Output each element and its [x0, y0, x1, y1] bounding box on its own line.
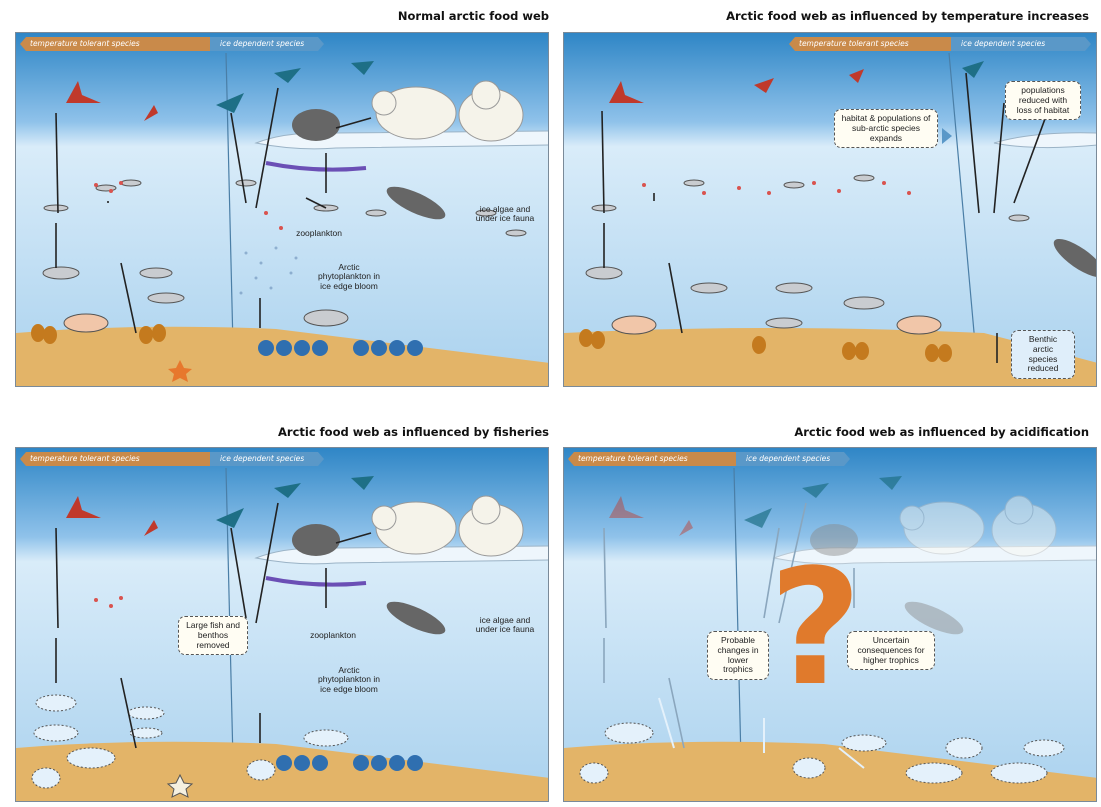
- label-phytoplankton: Arctic phytoplankton in ice edge bloom: [316, 263, 382, 291]
- label-zooplankton: zooplankton: [298, 631, 368, 640]
- panel-normal: temperature tolerant species ice depende…: [15, 32, 549, 387]
- panel-acidification: ? temperature tolerant species ice depen…: [563, 447, 1097, 802]
- label-phytoplankton: Arctic phytoplankton in ice edge bloom: [316, 666, 382, 694]
- note-fish-removed: Large fish and benthos removed: [178, 616, 248, 655]
- label-ice-algae: ice algae and under ice fauna: [470, 616, 540, 635]
- ribbon-ice-dependent: ice dependent species: [210, 37, 324, 51]
- ribbon-ice-dependent: ice dependent species: [210, 452, 324, 466]
- ribbon-ice-dependent: ice dependent species: [736, 452, 850, 466]
- panel-fisheries: temperature tolerant species ice depende…: [15, 447, 549, 802]
- label-zooplankton: zooplankton: [284, 229, 354, 238]
- panel-title-acidification: Arctic food web as influenced by acidifi…: [794, 425, 1089, 439]
- note-probable-changes: Probable changes in lower trophics: [707, 631, 769, 680]
- label-ice-algae: ice algae and under ice fauna: [470, 205, 540, 224]
- panel-temperature: temperature tolerant species ice depende…: [563, 32, 1097, 387]
- panel-title-fisheries: Arctic food web as influenced by fisheri…: [278, 425, 549, 439]
- ribbon-ice-dependent: ice dependent species: [951, 37, 1091, 51]
- panel-title-temperature: Arctic food web as influenced by tempera…: [726, 9, 1089, 23]
- panel-title-normal: Normal arctic food web: [398, 9, 549, 23]
- note-benthic-reduced: Benthic arctic species reduced: [1011, 330, 1075, 379]
- note-uncertain-consequences: Uncertain consequences for higher trophi…: [847, 631, 935, 670]
- note-populations-reduced: populations reduced with loss of habitat: [1005, 81, 1081, 120]
- ribbon-temperature-tolerant: temperature tolerant species: [789, 37, 979, 51]
- ribbon-temperature-tolerant: temperature tolerant species: [568, 452, 758, 466]
- ribbon-temperature-tolerant: temperature tolerant species: [20, 37, 210, 51]
- panel-acidification-scene: ?: [564, 448, 1097, 802]
- walrus: [292, 109, 340, 141]
- walrus: [292, 524, 340, 556]
- question-mark-icon: ?: [769, 534, 862, 721]
- ribbon-temperature-tolerant: temperature tolerant species: [20, 452, 210, 466]
- note-habitat-expands: habitat & populations of sub-arctic spec…: [834, 109, 938, 148]
